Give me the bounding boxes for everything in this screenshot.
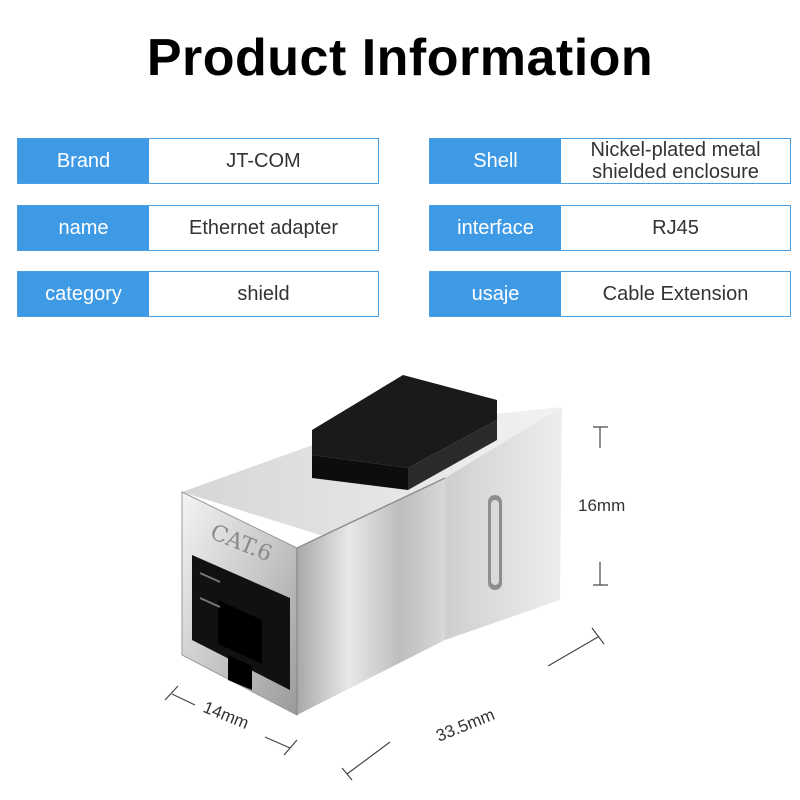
length-label: 33.5mm: [433, 705, 497, 746]
spec-value: RJ45: [652, 217, 699, 239]
spec-value: Ethernet adapter: [189, 217, 338, 239]
spec-value-line: Nickel-plated metal: [590, 139, 761, 161]
spec-row-brand: Brand JT-COM: [17, 138, 379, 184]
shell-rear: [445, 407, 562, 640]
width-label: 14mm: [201, 698, 252, 733]
spec-key: name: [18, 206, 149, 250]
spec-value: Cable Extension: [602, 283, 749, 305]
spec-row-interface: interface RJ45: [429, 205, 791, 251]
spec-key: Shell: [430, 139, 561, 183]
spec-key: Brand: [18, 139, 149, 183]
spec-key: usaje: [430, 272, 561, 316]
spec-value: Nickel-plated metal shielded enclosure: [561, 139, 790, 183]
latch: [312, 375, 497, 468]
spec-row-usage: usaje Cable Extension: [429, 271, 791, 317]
dimension-height: 16mm: [578, 426, 625, 586]
spec-key: interface: [430, 206, 561, 250]
shell-side: [297, 478, 445, 715]
height-label: 16mm: [578, 496, 625, 515]
spec-row-category: category shield: [17, 271, 379, 317]
spec-row-shell: Shell Nickel-plated metal shielded enclo…: [429, 138, 791, 184]
page-title: Product Information: [146, 29, 654, 87]
spec-value: JT-COM: [226, 150, 301, 172]
product-image: CAT.6 16mm 14mm 33.5mm: [164, 375, 625, 781]
spec-key: category: [18, 272, 149, 316]
spec-value: shield: [237, 283, 290, 305]
spec-value-line: shielded enclosure: [592, 161, 759, 183]
spec-row-name: name Ethernet adapter: [17, 205, 379, 251]
